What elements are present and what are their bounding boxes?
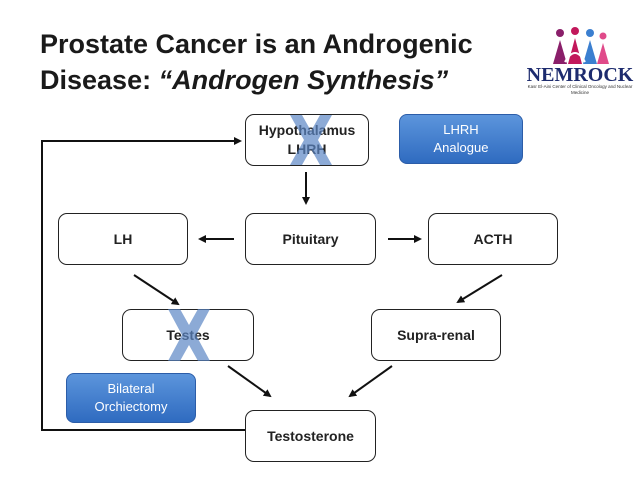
arrow-suprarenal-testosterone bbox=[348, 365, 393, 398]
arrow-acth-suprarenal bbox=[456, 274, 503, 304]
node-lh: LH bbox=[58, 213, 188, 265]
lhrh-analogue-line1: LHRH bbox=[443, 122, 479, 137]
title-line-2: Disease: “Androgen Synthesis” bbox=[40, 62, 520, 98]
intervention-bilateral-orchiectomy: Bilateral Orchiectomy bbox=[66, 373, 196, 423]
title-line-1: Prostate Cancer is an Androgenic bbox=[40, 29, 473, 59]
slide-title: Prostate Cancer is an Androgenic Disease… bbox=[40, 26, 520, 98]
ribbon-people-icon bbox=[553, 27, 609, 64]
logo-wordmark: NEMROCK bbox=[526, 64, 634, 86]
arrow-lh-testes bbox=[133, 274, 180, 306]
orchiectomy-line1: Bilateral bbox=[107, 381, 155, 396]
intervention-lhrh-analogue: LHRH Analogue bbox=[399, 114, 523, 164]
arrow-testes-testosterone bbox=[227, 365, 272, 398]
node-pituitary: Pituitary bbox=[245, 213, 376, 265]
block-x-icon-hypothalamus bbox=[290, 115, 332, 165]
title-line-2-plain: Disease: bbox=[40, 65, 159, 95]
logo-subtitle: Kasr El-Aini Center of Clinical Oncology… bbox=[527, 84, 633, 95]
node-supra-renal: Supra-renal bbox=[371, 309, 501, 361]
node-acth: ACTH bbox=[428, 213, 558, 265]
nemrock-logo: NEMROCK Kasr El-Aini Center of Clinical … bbox=[525, 26, 635, 96]
feedback-loop-arrow bbox=[41, 137, 245, 431]
lhrh-analogue-line2: Analogue bbox=[433, 140, 489, 155]
node-testosterone: Testosterone bbox=[245, 410, 376, 462]
orchiectomy-line2: Orchiectomy bbox=[94, 399, 168, 414]
block-x-icon-testes bbox=[168, 309, 210, 361]
title-line-2-italic: “Androgen Synthesis” bbox=[158, 65, 449, 95]
